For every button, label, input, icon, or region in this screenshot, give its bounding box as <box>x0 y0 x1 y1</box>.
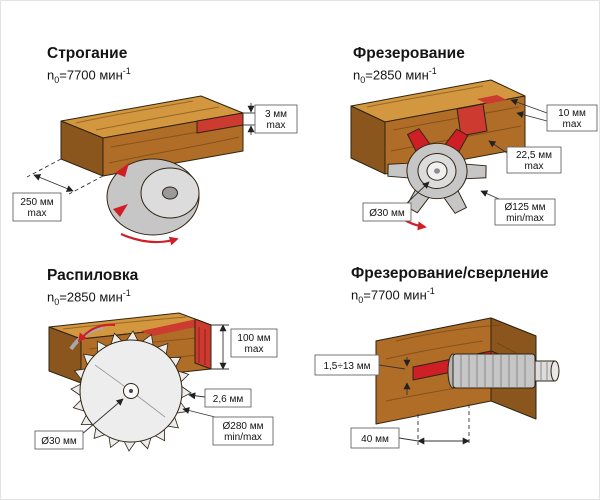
planer-blade-icon <box>115 163 129 177</box>
dim-note: min/max <box>224 432 262 443</box>
milling-speed: n0=2850 мин-1 <box>353 66 465 85</box>
rotation-arrow-icon <box>77 323 116 343</box>
dim-value: Ø125 мм <box>505 202 546 213</box>
planer-drum <box>106 158 200 236</box>
speed-exponent: -1 <box>426 286 435 296</box>
dimension-milling-height: 22,5 мм max <box>488 140 562 174</box>
dim-box <box>34 430 84 450</box>
dim-box <box>350 427 400 449</box>
dim-box <box>362 202 412 222</box>
dimension-planing-depth: 3 мм max <box>243 103 298 135</box>
saw-cut-end-face <box>194 318 212 370</box>
dim-box <box>494 198 556 226</box>
dim-note: max <box>245 344 264 355</box>
dim-box <box>546 104 598 132</box>
drilling-header: Фрезерование/сверление n0=7700 мин-1 <box>351 265 549 305</box>
saw-blade <box>70 330 192 452</box>
speed-exponent: -1 <box>122 66 131 76</box>
dimension-milling-bore: Ø30 мм <box>362 181 430 222</box>
dim-box <box>230 328 278 358</box>
planing-header: Строгание n0=7700 мин-1 <box>47 45 131 85</box>
speed-symbol: n <box>47 67 55 83</box>
sawing-title: Распиловка <box>47 267 139 284</box>
dimension-sawing-kerf: 2,6 мм <box>188 388 252 408</box>
drilling-illustration: 1,5÷13 мм 40 мм <box>314 317 560 449</box>
dim-value: 10 мм <box>558 108 586 119</box>
dimension-milling-diameter: Ø125 мм min/max <box>480 190 556 226</box>
dim-note: max <box>525 161 544 172</box>
milling-cutter <box>387 127 487 215</box>
dimension-drilling-depth: 40 мм <box>350 404 470 449</box>
dim-value: Ø30 мм <box>41 436 77 447</box>
sawing-illustration: 100 мм max 2,6 мм Ø280 мм min/max Ø30 мм <box>34 312 278 452</box>
dim-value: Ø280 мм <box>223 421 264 432</box>
dimension-sawing-diameter: Ø280 мм min/max <box>182 407 274 446</box>
dim-box <box>506 146 562 174</box>
speed-value: =2850 мин <box>365 67 429 83</box>
dim-value: 250 мм <box>20 197 53 208</box>
speed-subscript: 0 <box>360 74 366 85</box>
dim-value: Ø30 мм <box>369 208 405 219</box>
speed-exponent: -1 <box>428 66 437 76</box>
drilling-speed: n0=7700 мин-1 <box>351 286 549 305</box>
dimension-milling-depth: 10 мм max <box>510 98 598 132</box>
planing-illustration: 3 мм max 250 мм max <box>12 95 298 246</box>
dim-box <box>212 416 274 446</box>
dim-note: max <box>28 208 47 219</box>
dim-note: max <box>267 120 286 131</box>
planer-blade-icon <box>113 204 128 217</box>
speed-subscript: 0 <box>54 296 60 307</box>
speed-value: =2850 мин <box>59 289 123 305</box>
milling-header: Фрезерование n0=2850 мин-1 <box>353 45 465 85</box>
dim-note: max <box>563 119 582 130</box>
dim-value: 2,6 мм <box>213 394 244 405</box>
dim-value: 3 мм <box>265 109 287 120</box>
milled-cut-slot <box>456 103 488 137</box>
speed-value: =7700 мин <box>363 287 427 303</box>
dimension-planing-width: 250 мм max <box>12 158 104 222</box>
dim-box <box>12 192 62 222</box>
speed-subscript: 0 <box>54 74 60 85</box>
speed-symbol: n <box>47 289 55 305</box>
rotation-arrow-icon <box>120 232 179 246</box>
speed-value: =7700 мин <box>59 67 123 83</box>
dimension-sawing-bore: Ø30 мм <box>34 398 124 450</box>
milling-illustration: 10 мм max 22,5 мм max Ø30 мм Ø125 мм min… <box>350 79 598 231</box>
milling-title: Фрезерование <box>353 45 465 62</box>
dim-value: 1,5÷13 мм <box>323 361 370 372</box>
dimension-drilling-range: 1,5÷13 мм <box>314 354 411 395</box>
dim-note: min/max <box>506 213 544 224</box>
dim-box <box>254 104 298 134</box>
milled-cut-top <box>477 95 507 104</box>
dim-box <box>314 354 380 376</box>
dimension-sawing-height: 100 мм max <box>211 324 278 370</box>
sawing-header: Распиловка n0=2850 мин-1 <box>47 267 138 307</box>
drilling-title: Фрезерование/сверление <box>351 265 549 282</box>
saw-cut-top <box>141 319 209 336</box>
dim-value: 22,5 мм <box>516 150 552 161</box>
sawing-speed: n0=2850 мин-1 <box>47 288 138 307</box>
dim-value: 100 мм <box>237 333 270 344</box>
slot-cutter <box>447 353 560 389</box>
dim-value: 40 мм <box>361 434 389 445</box>
speed-symbol: n <box>353 67 361 83</box>
speed-symbol: n <box>351 287 359 303</box>
speed-subscript: 0 <box>358 294 364 305</box>
planing-board <box>60 95 244 177</box>
dim-box <box>204 388 252 408</box>
speed-exponent: -1 <box>122 288 131 298</box>
planing-speed: n0=7700 мин-1 <box>47 66 131 85</box>
planing-title: Строгание <box>47 45 128 62</box>
